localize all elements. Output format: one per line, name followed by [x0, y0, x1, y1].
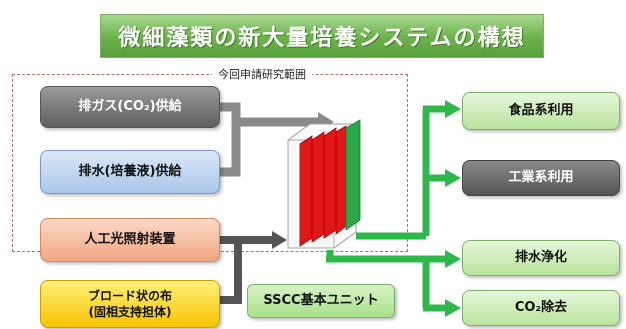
- industrial-use-label: 工業系利用: [508, 170, 574, 186]
- red-panel: [335, 125, 347, 235]
- food-use-box: 食品系利用: [462, 92, 620, 130]
- red-panel: [323, 127, 337, 239]
- water-supply-label: 排水(培養液)供給: [78, 164, 182, 180]
- light-device-label: 人工光照射装置: [84, 232, 176, 248]
- dark-feed-arrow: [234, 231, 287, 249]
- water-purification-box: 排水浄化: [462, 240, 620, 276]
- title-banner: 微細藻類の新大量培養システムの構想: [100, 14, 544, 58]
- cloth-support-box: ブロード状の布 (固相支持担体): [40, 280, 220, 328]
- output-arrows: [326, 100, 461, 317]
- gas-supply-label: 排ガス(CO₂)供給: [78, 99, 182, 115]
- diagram-title: 微細藻類の新大量培養システムの構想: [118, 26, 526, 51]
- red-panel: [299, 135, 313, 247]
- industrial-use-box: 工業系利用: [462, 160, 620, 196]
- water-supply-line: [220, 122, 241, 177]
- green-panel: [345, 119, 361, 231]
- water-supply-box: 排水(培養液)供給: [40, 150, 220, 194]
- gas-supply-line: [220, 102, 241, 122]
- light-device-box: 人工光照射装置: [40, 218, 220, 262]
- red-panel: [311, 131, 325, 243]
- research-scope-label: 今回申請研究範囲: [212, 66, 312, 82]
- gas-supply-box: 排ガス(CO₂)供給: [40, 86, 220, 128]
- cloth-label-line1: ブロード状の布: [87, 288, 172, 303]
- food-use-label: 食品系利用: [508, 103, 574, 119]
- cloth-supply-line: [220, 240, 242, 304]
- sscc-unit-label: SSCC基本ユニット: [263, 293, 379, 309]
- co2-removal-box: CO₂除去: [462, 290, 620, 326]
- water-purification-label: 排水浄化: [514, 250, 567, 266]
- co2-removal-label: CO₂除去: [514, 300, 568, 316]
- cloth-label-line2: (固相支持担体): [88, 305, 172, 319]
- sscc-unit-box: SSCC基本ユニット: [247, 284, 395, 318]
- culture-unit: [287, 119, 361, 249]
